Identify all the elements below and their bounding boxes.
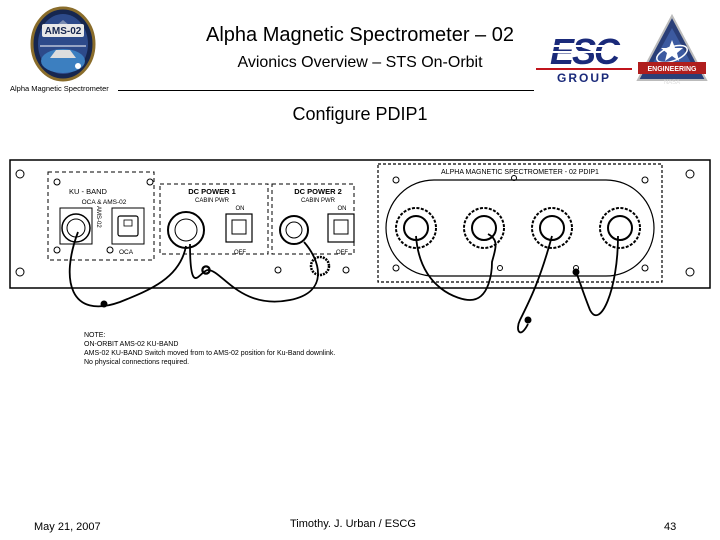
- ku-band-label: KU - BAND: [69, 187, 108, 196]
- mounting-hole: [685, 267, 695, 277]
- ams02-mission-patch-logo: AMS-02: [30, 6, 96, 82]
- footer-date: May 21, 2007: [34, 521, 101, 533]
- pdip1-box: [377, 163, 663, 283]
- section-heading: Configure PDIP1: [292, 104, 428, 124]
- pdip1-panel-diagram: KU - BAND OCA & AMS-02 AMS-02 OCA DC POW…: [9, 159, 711, 366]
- note-line-3: AMS-02 KU-BAND Switch moved from to AMS-…: [84, 350, 335, 357]
- cable-ku-to-dc1: [68, 231, 187, 308]
- dc-power-1-box: [159, 183, 269, 255]
- cable-dc1-to-dc2: [189, 241, 319, 303]
- cable-pdip1-a: [415, 233, 497, 301]
- ams-vertical-label: AMS-02: [95, 206, 101, 228]
- dc-power-1-connector: [167, 211, 205, 249]
- pdip1-connector-2: [463, 207, 505, 249]
- on-1-label: ON: [236, 206, 245, 212]
- dc-power-1-label: DC POWER 1: [188, 187, 236, 196]
- oca-ams-label: OCA & AMS-02: [82, 199, 127, 206]
- dc-power-2-label: DC POWER 2: [294, 187, 342, 196]
- oca-label: OCA: [119, 249, 134, 256]
- note-line-2: ON-ORBIT AMS-02 KU-BAND: [84, 341, 178, 348]
- panel-outline: [9, 159, 711, 289]
- ku-connector: [61, 213, 91, 243]
- pdip1-inner-outline: [385, 179, 655, 277]
- mounting-hole: [685, 169, 695, 179]
- cabin-pwr-2-label: CABIN PWR: [301, 198, 336, 204]
- off-1-label: OFF: [234, 250, 246, 256]
- footer-page-number: 43: [664, 521, 677, 533]
- pdip1-panel-title: ALPHA MAGNETIC SPECTROMETER - 02 PDIP1: [441, 169, 599, 176]
- on-2-label: ON: [338, 206, 347, 212]
- patch-text: AMS-02: [45, 26, 82, 37]
- pdip1-connector-1: [395, 207, 437, 249]
- pdip1-connector-4: [599, 207, 641, 249]
- cable-pdip1-b: [517, 235, 553, 334]
- cabin-pwr-switch-1: [225, 213, 253, 243]
- header-divider: [118, 90, 534, 91]
- note-line-4: No physical connections required.: [84, 359, 189, 366]
- note-line-1: NOTE:: [84, 332, 105, 339]
- knurled-cap: [309, 255, 331, 277]
- project-label: Alpha Magnetic Spectrometer: [10, 84, 109, 93]
- ethernet-jack: [117, 215, 139, 237]
- page-subtitle: Avionics Overview – STS On-Orbit: [237, 54, 483, 71]
- page-title: Alpha Magnetic Spectrometer – 02: [206, 24, 514, 46]
- cable-pdip1-c: [575, 235, 619, 317]
- cabin-pwr-1-label: CABIN PWR: [195, 198, 230, 204]
- pdip1-connector-3: [531, 207, 573, 249]
- footer-author: Timothy. J. Urban / ESCG: [290, 518, 416, 530]
- ku-band-box: [47, 171, 155, 261]
- dc-power-2-connector: [279, 215, 309, 245]
- cabin-pwr-switch-2: [327, 213, 355, 243]
- off-2-label: OFF: [336, 250, 348, 256]
- mounting-hole: [15, 267, 25, 277]
- nasa-band-text: ENGINEERING: [647, 66, 697, 73]
- esc-group-logo: ESC GROUP: [536, 31, 632, 84]
- nasa-engineering-logo: ENGINEERING NASA: [636, 14, 708, 86]
- nasa-sub-text: NASA: [664, 80, 680, 86]
- mounting-hole: [15, 169, 25, 179]
- esc-group-text: GROUP: [557, 71, 611, 84]
